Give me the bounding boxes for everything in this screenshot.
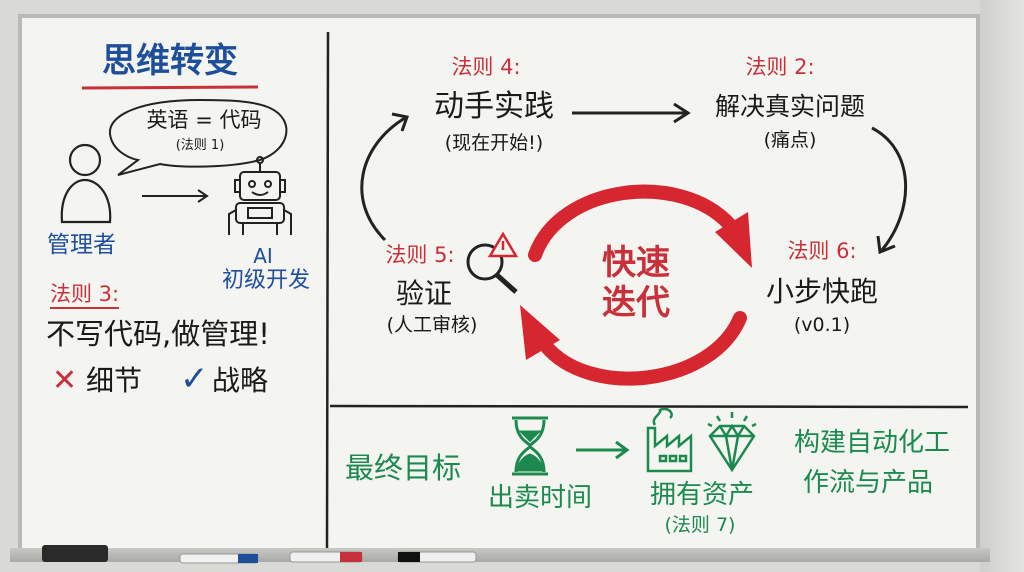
- rule7-text: (法则 7): [664, 514, 736, 536]
- build-line2: 作流与产品: [802, 468, 934, 498]
- vertical-divider: [325, 31, 330, 549]
- rule5-title: 验证: [395, 277, 453, 310]
- sell-time-text: 出卖时间: [487, 483, 593, 513]
- junior-dev-label: 初级开发: [221, 268, 311, 293]
- own-assets-text: 拥有资产: [649, 480, 755, 510]
- arrow-icon: [142, 189, 209, 203]
- build-line1: 构建自动化工: [793, 428, 951, 458]
- rule4-title: 动手实践: [434, 89, 554, 124]
- hourglass-icon: [512, 416, 548, 476]
- curved-arrow-icon: [360, 112, 409, 242]
- cycle-arrowhead: [520, 305, 560, 360]
- rule2-sub: (痛点): [763, 129, 817, 151]
- whiteboard: [18, 14, 980, 554]
- cycle-arrows-icon: [528, 184, 747, 386]
- rule5-sub: (人工审核): [386, 314, 478, 336]
- rule2-label: 法则 2:: [745, 55, 815, 79]
- eraser: [42, 545, 108, 562]
- ai-label: AI: [253, 244, 273, 268]
- title-underline: [81, 85, 259, 90]
- red-marker: [289, 551, 363, 563]
- wall: [980, 0, 1024, 572]
- person-icon: [60, 143, 112, 224]
- magnifier-icon: [466, 243, 518, 294]
- rule6-label: 法则 6:: [787, 239, 857, 263]
- diamond-icon: [707, 412, 757, 473]
- strategy-text: 战略: [212, 364, 269, 397]
- rule4-label: 法则 4:: [451, 55, 521, 79]
- speech-text: 英语 = 代码: [146, 108, 262, 132]
- rule4-sub: (现在开始!): [444, 132, 544, 154]
- curved-arrow-icon: [871, 126, 908, 255]
- cycle-arrowhead: [715, 212, 752, 268]
- horizontal-divider: [329, 404, 969, 409]
- robot-icon: [228, 156, 292, 235]
- rule2-title: 解决真实问题: [714, 92, 866, 121]
- black-marker: [397, 551, 477, 563]
- arrow-icon: [572, 102, 691, 124]
- manager-label: 管理者: [47, 232, 116, 258]
- cross-icon: ✕: [52, 363, 78, 398]
- iterate-line2: 迭代: [602, 283, 670, 323]
- blue-marker: [179, 553, 259, 564]
- rule5-label: 法则 5:: [385, 243, 455, 267]
- rule6-sub: (v0.1): [793, 314, 851, 336]
- warning-icon: [487, 231, 519, 258]
- goal-label: 最终目标: [345, 451, 462, 485]
- detail-text: 细节: [86, 364, 143, 397]
- iterate-line1: 快速: [602, 243, 670, 283]
- factory-icon: [646, 407, 693, 473]
- check-icon: ✓: [180, 359, 209, 399]
- rule6-title: 小步快跑: [765, 275, 879, 308]
- rule3-text: 不写代码,做管理!: [46, 317, 270, 351]
- rule3-label: 法则 3:: [50, 284, 120, 309]
- speech-rule: (法则 1): [175, 138, 225, 153]
- section-title: 思维转变: [102, 41, 238, 81]
- arrow-icon: [576, 440, 630, 460]
- speech-bubble: [108, 98, 288, 176]
